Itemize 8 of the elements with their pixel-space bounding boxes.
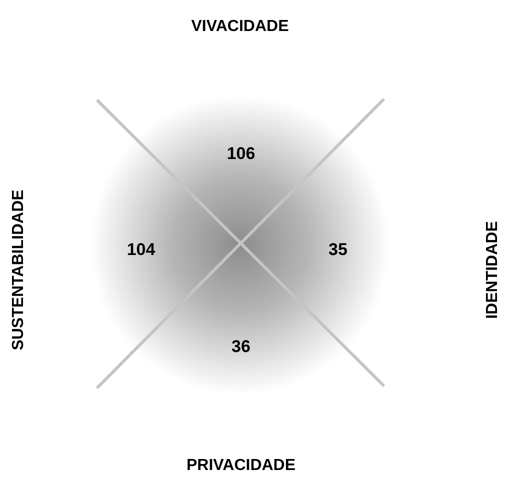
quadrant-value: 35 [328, 240, 348, 260]
quadrant-value: 36 [232, 337, 250, 357]
axis-label: SUSTENTABILIDADE [10, 190, 28, 350]
quadrant-value: 106 [226, 144, 256, 164]
axis-label: VIVACIDADE [191, 18, 289, 36]
quadrant-value: 104 [126, 240, 156, 260]
axis-label: PRIVACIDADE [186, 457, 296, 475]
axis-label: IDENTIDADE [484, 221, 502, 319]
